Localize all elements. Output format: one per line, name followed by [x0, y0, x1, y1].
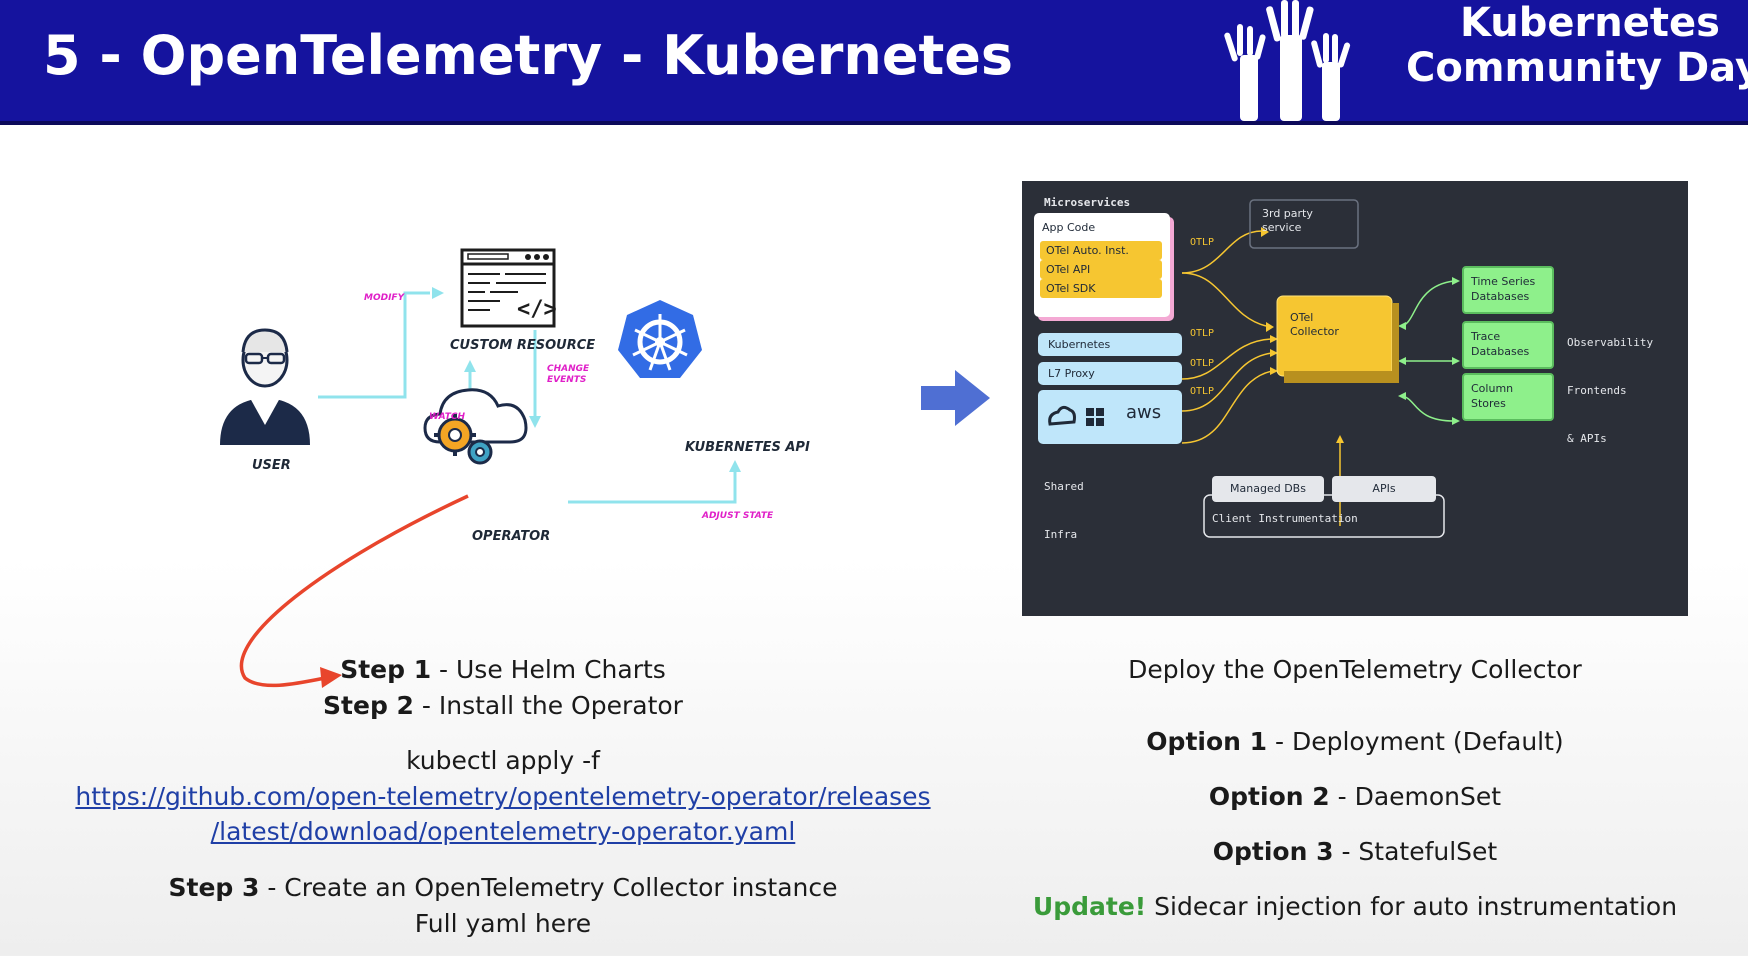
kubernetes-box: Kubernetes	[1038, 333, 1182, 356]
option-1-text: - Deployment (Default)	[1267, 727, 1564, 756]
third-party-line2: service	[1262, 221, 1302, 234]
modify-arrow	[318, 291, 430, 399]
collector-line2: Collector	[1290, 325, 1339, 338]
raised-hands-icon	[1224, 0, 1351, 121]
option-2: Option 2 - DaemonSet	[1000, 782, 1710, 811]
trace-line2: Databases	[1471, 345, 1530, 358]
operator-label: OPERATOR	[472, 529, 551, 544]
otel-architecture-diagram: Microservices App Code OTel Auto. Inst. …	[1022, 181, 1688, 616]
svg-text:</>: </>	[517, 297, 557, 322]
step-2: Step 2 - Install the Operator	[90, 691, 916, 720]
slide-header: 5 - OpenTelemetry - Kubernetes Kubernete…	[0, 0, 1748, 121]
observability-line3: & APIs	[1567, 432, 1607, 445]
collector-line1: OTel	[1290, 311, 1314, 324]
otel-sdk: OTel SDK	[1040, 279, 1162, 298]
trace-line1: Trace	[1471, 330, 1501, 343]
cloud-provider-icons	[1048, 405, 1104, 426]
option-3-bold: Option 3	[1212, 837, 1334, 866]
cloud-providers-box: aws	[1038, 390, 1182, 444]
step-1-text: - Use Helm Charts	[431, 655, 666, 684]
time-series-line2: Databases	[1471, 290, 1530, 303]
operator-icon	[423, 388, 528, 465]
column-line1: Column	[1471, 382, 1514, 395]
otel-auto-inst: OTel Auto. Inst.	[1040, 241, 1162, 260]
user-icon	[220, 328, 310, 445]
step-3-bold: Step 3	[168, 873, 260, 902]
option-3-text: - StatefulSet	[1333, 837, 1498, 866]
otel-collector: OTel Collector	[1290, 311, 1339, 339]
watch-label: WATCH	[429, 412, 465, 422]
managed-dbs-box: Managed DBs	[1212, 476, 1324, 502]
adjust-state-label: ADJUST STATE	[702, 511, 774, 521]
logo-community-days: Community Days	[1406, 45, 1748, 91]
otlp-label-1: OTLP	[1190, 237, 1215, 248]
update-text: Sidecar injection for auto instrumentati…	[1146, 892, 1678, 921]
otlp-label-3: OTLP	[1190, 358, 1215, 369]
option-2-text: - DaemonSet	[1329, 782, 1502, 811]
l7-proxy-box: L7 Proxy	[1038, 362, 1182, 385]
third-party-line1: 3rd party	[1262, 207, 1313, 220]
time-series-line1: Time Series	[1471, 275, 1536, 288]
option-2-bold: Option 2	[1208, 782, 1330, 811]
step-3-text: - Create an OpenTelemetry Collector inst…	[259, 873, 838, 902]
step-2-text: - Install the Operator	[413, 691, 683, 720]
update-note: Update! Sidecar injection for auto instr…	[1000, 892, 1710, 921]
apis-box: APIs	[1332, 476, 1436, 502]
shared-infra-label: Shared Infra	[1044, 447, 1084, 575]
app-code-label: App Code	[1042, 221, 1096, 234]
option-3: Option 3 - StatefulSet	[1000, 837, 1710, 866]
trace-db: Trace Databases	[1462, 321, 1554, 369]
otlp-label-2: OTLP	[1190, 328, 1215, 339]
column-line2: Stores	[1471, 397, 1506, 410]
step-1: Step 1 - Use Helm Charts	[90, 655, 916, 684]
observability-line1: Observability	[1567, 336, 1654, 349]
option-1-bold: Option 1	[1146, 727, 1268, 756]
deploy-heading: Deploy the OpenTelemetry Collector	[1128, 655, 1582, 684]
change-label: CHANGE	[547, 364, 590, 374]
adjust-state-arrow	[568, 470, 737, 504]
full-yaml-link[interactable]: Full yaml here	[414, 909, 592, 938]
third-party-service: 3rd party service	[1262, 207, 1313, 235]
kubernetes-icon	[618, 300, 702, 378]
step-3: Step 3 - Create an OpenTelemetry Collect…	[90, 873, 916, 902]
header-divider	[0, 121, 1748, 125]
slide-title: 5 - OpenTelemetry - Kubernetes	[43, 24, 1014, 87]
observability-label: Observability Frontends & APIs	[1567, 303, 1653, 479]
aws-logo: aws	[1126, 402, 1162, 423]
otel-api: OTel API	[1040, 260, 1162, 279]
user-label: USER	[252, 458, 291, 473]
infra-label: Infra	[1044, 528, 1078, 541]
column-stores: Column Stores	[1462, 373, 1554, 421]
kubectl-command: kubectl apply -f	[406, 746, 600, 775]
kubernetes-api-label: KUBERNETES API	[685, 440, 810, 455]
operator-diagram: </> USER CUSTOM RESO	[200, 230, 810, 560]
otlp-label-4: OTLP	[1190, 386, 1215, 397]
client-instrumentation-label: Client Instrumentation	[1212, 512, 1358, 525]
step-1-bold: Step 1	[340, 655, 432, 684]
logo-kubernetes: Kubernetes	[1460, 0, 1720, 46]
custom-resource-icon: </>	[460, 248, 557, 328]
step-2-bold: Step 2	[323, 691, 414, 720]
custom-resource-label: CUSTOM RESOURCE	[450, 338, 596, 353]
shared-label: Shared	[1044, 480, 1084, 493]
events-label: EVENTS	[547, 375, 587, 385]
update-bold: Update!	[1032, 892, 1147, 921]
operator-url-line1[interactable]: https://github.com/open-telemetry/opente…	[75, 782, 931, 811]
operator-url-line2[interactable]: /latest/download/opentelemetry-operator.…	[210, 817, 796, 846]
microservices-label: Microservices	[1044, 196, 1131, 209]
right-arrow-icon	[921, 370, 990, 426]
time-series-db: Time Series Databases	[1462, 266, 1554, 314]
observability-line2: Frontends	[1567, 384, 1627, 397]
modify-label: MODIFY	[364, 293, 405, 303]
option-1: Option 1 - Deployment (Default)	[1000, 727, 1710, 756]
